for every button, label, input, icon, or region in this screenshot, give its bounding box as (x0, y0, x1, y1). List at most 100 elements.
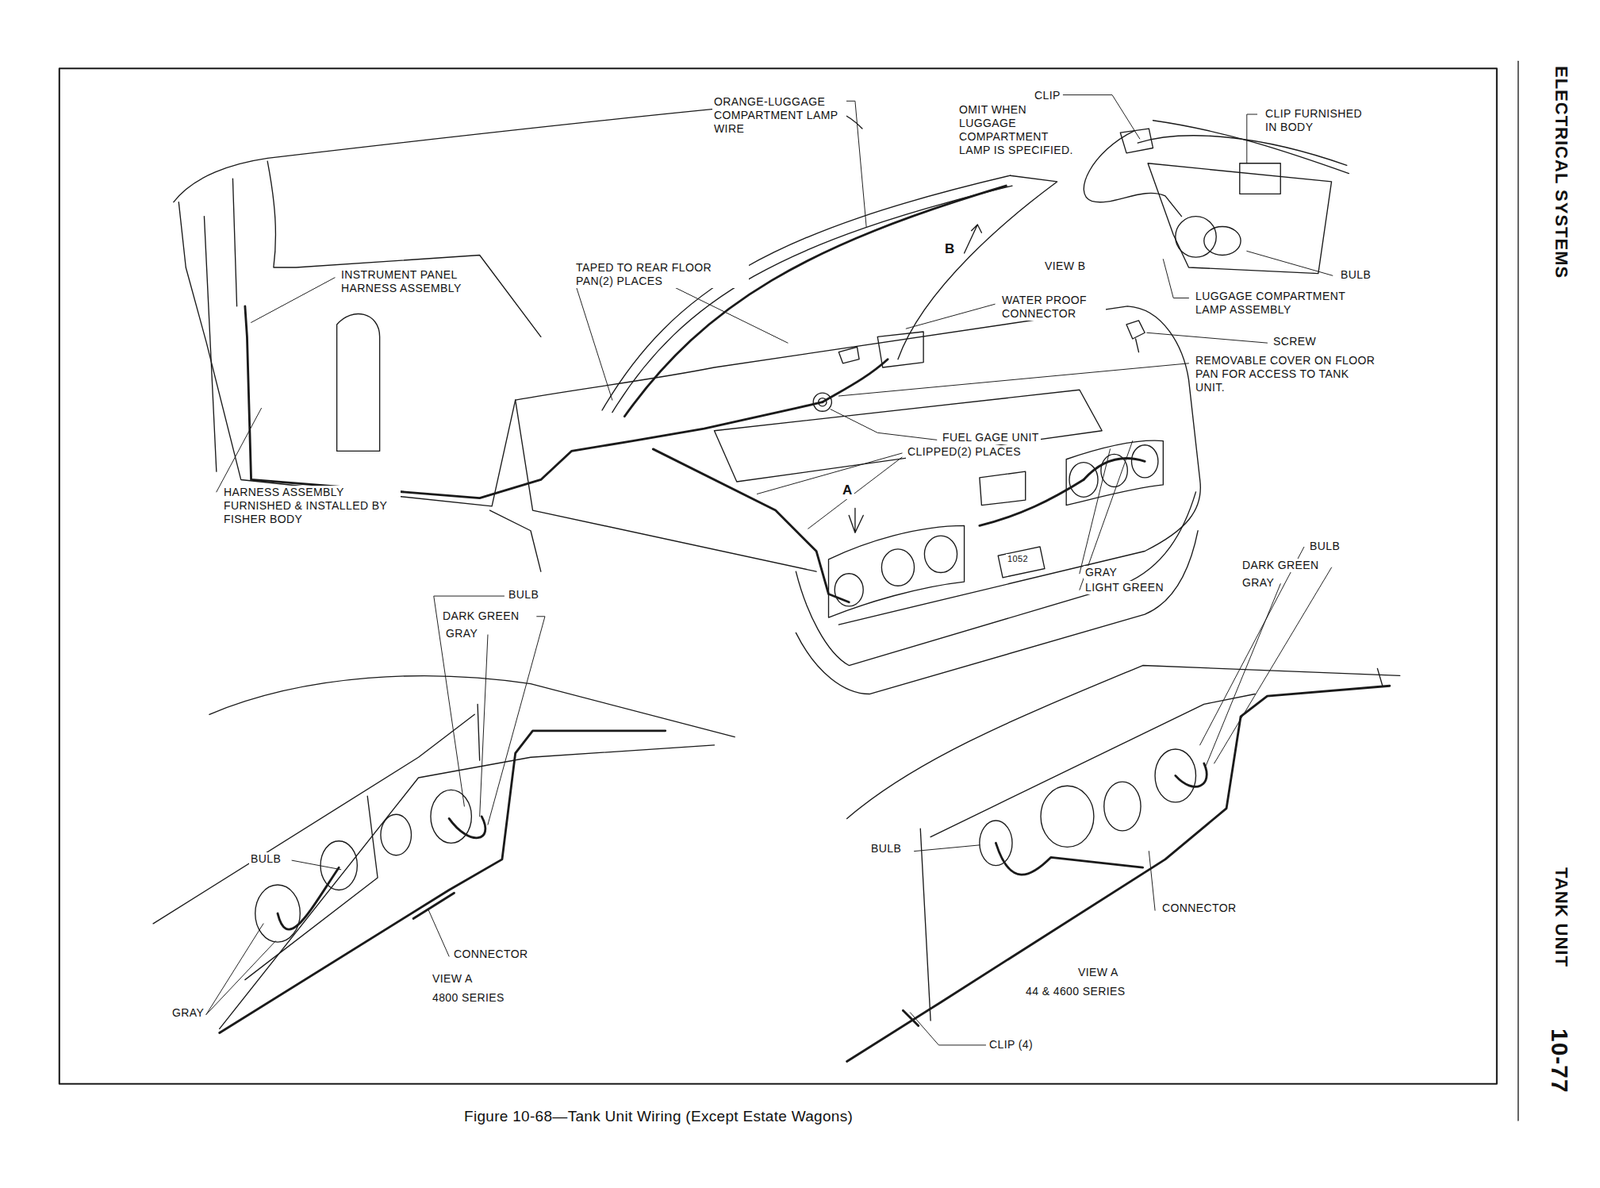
note-label: OMIT WHEN LUGGAGE COMPARTMENT LAMP IS SP… (957, 103, 1082, 158)
view-b-arrow (964, 224, 983, 254)
page-frame (59, 61, 1519, 1121)
part-label: BULB (1308, 539, 1342, 553)
view-b-inset (1120, 128, 1153, 154)
car-body (490, 510, 542, 572)
car-body (337, 314, 380, 452)
view-a-4400-inset (847, 665, 1401, 1021)
view-a-4800-inset (477, 703, 480, 760)
view-a-4800-inset (153, 675, 735, 1029)
view-label: VIEW A (430, 971, 475, 986)
figure-caption: Figure 10-68—Tank Unit Wiring (Except Es… (464, 1107, 853, 1125)
wiring-harness (822, 359, 888, 403)
page-frame (1517, 61, 1519, 1121)
car-body (203, 216, 216, 472)
part-label: BULB (249, 851, 283, 866)
leader-line (830, 409, 937, 441)
view-a-4800-harness (219, 730, 666, 1033)
leader-line (838, 363, 1189, 396)
view-a-4400-inset (1104, 781, 1141, 831)
page-header: TANK UNIT (1550, 865, 1572, 969)
leader-line (206, 940, 276, 1015)
car-body (267, 161, 542, 337)
wiring-harness (245, 185, 1145, 603)
part-label: CLIP FURNISHED IN BODY (1263, 107, 1374, 135)
leader-line (251, 277, 335, 323)
page-frame (59, 68, 1497, 1084)
leader-line (1148, 851, 1155, 911)
part-label: SCREW (1271, 334, 1318, 349)
car-body (515, 306, 1201, 625)
view-a-4800-harness (219, 730, 666, 1033)
leader-line (675, 287, 788, 343)
wire-color: LIGHT GREEN (1083, 580, 1166, 595)
part-label: BULB (506, 587, 541, 602)
view-label: VIEW A (1076, 965, 1121, 979)
view-b-inset (1137, 135, 1347, 166)
leader-line (1205, 583, 1281, 766)
view-a-4400-harness (847, 685, 1390, 1061)
view-marker: B (943, 241, 957, 258)
leader-line (479, 634, 488, 817)
leader-line (1247, 250, 1333, 276)
view-a-4400-harness (995, 842, 1143, 875)
plate-number: 1052 (1005, 553, 1030, 565)
part-label: HARNESS ASSEMBLY FURNISHED & INSTALLED B… (222, 485, 401, 526)
view-a-4800-harness (413, 892, 454, 918)
view-marker: A (840, 482, 855, 499)
fuel-gage-unit (813, 346, 860, 411)
part-label: CONNECTOR (1160, 901, 1239, 915)
view-label: VIEW B (1043, 259, 1087, 273)
view-a-arrow (848, 507, 864, 533)
car-body (713, 389, 1102, 482)
view-b-inset (1083, 120, 1349, 353)
page-number: 10-77 (1544, 1026, 1574, 1095)
wire-color: GRAY (1083, 565, 1119, 580)
leader-line (909, 1012, 986, 1045)
leader-line (1200, 546, 1305, 745)
wire-color: DARK GREEN (441, 609, 522, 623)
leader-line (808, 456, 902, 529)
fuel-gage-unit (838, 346, 860, 364)
leader-line (1079, 448, 1111, 574)
note-label: CLIPPED(2) PLACES (905, 445, 1023, 459)
wire-color: GRAY (1240, 575, 1276, 590)
car-body (1066, 440, 1163, 505)
wire-label: ORANGE-LUGGAGE COMPARTMENT LAMP WIRE (712, 95, 847, 136)
car-body (795, 491, 1196, 666)
page-header: ELECTRICAL SYSTEMS (1550, 64, 1572, 281)
fuel-gage-unit (813, 392, 832, 411)
view-a-4400-harness (1175, 763, 1207, 787)
note-label: TAPED TO REAR FLOOR PAN(2) PLACES (574, 260, 749, 288)
fuel-gage-unit (818, 398, 827, 407)
view-a-4800-harness (277, 867, 339, 929)
leader-line (1214, 567, 1332, 764)
car-body (795, 530, 1198, 695)
view-a-4400-inset (1040, 785, 1094, 847)
wire-color: DARK GREEN (1240, 558, 1321, 572)
wiring-harness (624, 185, 1006, 417)
series-label: 44 & 4600 SERIES (1024, 984, 1127, 998)
view-b-inset (1239, 163, 1281, 195)
part-label: CONNECTOR (452, 947, 530, 961)
view-b-arrow (964, 224, 983, 254)
car-body (178, 202, 515, 507)
wiring-harness (979, 479, 1084, 526)
view-a-4400-inset (920, 828, 931, 1021)
view-b-inset (1147, 163, 1332, 274)
view-a-4800-inset (153, 713, 475, 924)
car-body (881, 548, 914, 586)
note-label: REMOVABLE COVER ON FLOOR PAN FOR ACCESS … (1193, 353, 1379, 395)
leader-line (1162, 259, 1189, 299)
car-body (828, 525, 965, 618)
series-label: 4800 SERIES (430, 990, 507, 1005)
view-a-4400-harness (847, 685, 1390, 1061)
part-label: INSTRUMENT PANEL HARNESS ASSEMBLY (339, 268, 484, 296)
view-a-4800-inset (380, 813, 412, 855)
view-a-4400-inset (847, 665, 1401, 819)
car-body (173, 102, 1201, 694)
leader-line (576, 287, 613, 400)
part-label: CLIP (1032, 88, 1063, 103)
view-a-4800-inset (320, 840, 357, 891)
